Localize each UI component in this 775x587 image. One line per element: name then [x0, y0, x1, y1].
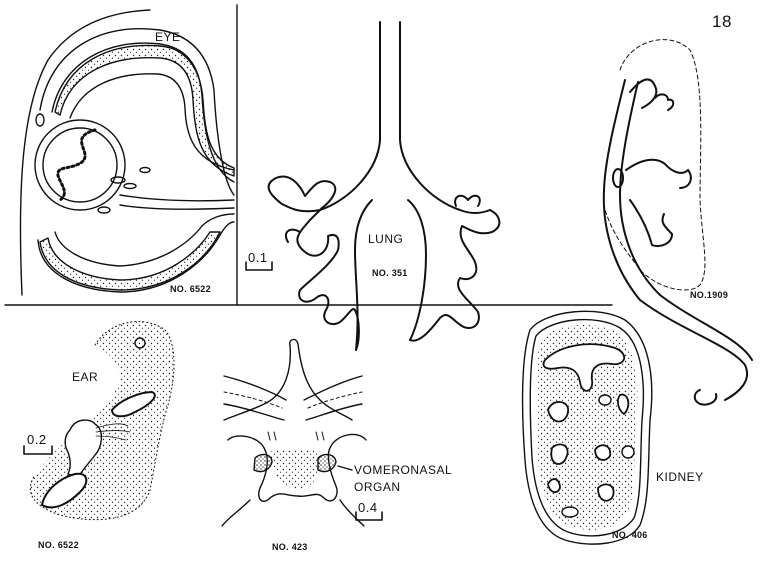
eye-upper-inner-wall	[69, 73, 235, 171]
kidney-calyx-6	[547, 478, 561, 493]
kidney-glomerulus-3	[561, 506, 579, 518]
kidney-glomerulus-1	[598, 394, 612, 406]
eye-vessel-1	[110, 176, 126, 184]
lung-side-drawing	[602, 39, 753, 406]
vn-palate-upper	[223, 375, 363, 401]
eye-retina-band	[54, 44, 235, 177]
lung-side-specimen-number: NO.1909	[690, 290, 729, 300]
side-outline-dashed	[604, 39, 706, 291]
eye-drawing	[19, 9, 235, 296]
eye-lower-band	[39, 231, 221, 291]
kidney-calyx-3	[550, 443, 569, 465]
eye-optic-stalk	[119, 194, 235, 202]
eye-outer-skin	[19, 9, 151, 296]
ear-outline-dotted	[29, 321, 175, 521]
ear-scale-bar	[23, 445, 53, 455]
eye-specimen-number: NO. 6522	[170, 284, 211, 294]
lung-left-lobe	[267, 175, 360, 351]
lung-specimen-number: NO. 351	[372, 268, 408, 278]
vomeronasal-label-line1: VOMERONASAL	[354, 463, 453, 477]
eye-lower-layer	[37, 221, 235, 293]
vn-palate-dashed	[223, 391, 363, 409]
lung-scale-label: 0.1	[248, 250, 268, 265]
vomeronasal-drawing	[221, 338, 367, 527]
lung-bud-left-mid	[284, 228, 301, 243]
eye-cornea-spot	[35, 113, 45, 127]
kidney-drawing	[521, 310, 653, 545]
eye-vessel-2	[123, 182, 137, 190]
ear-specimen-number: NO. 6522	[38, 540, 79, 550]
eye-outer-layer	[39, 28, 235, 196]
side-bud-oval	[612, 168, 624, 188]
vn-base-right	[339, 499, 365, 527]
kidney-label: KIDNEY	[656, 470, 704, 484]
side-branch-top	[629, 78, 658, 109]
lung-left-inner	[354, 199, 373, 351]
eye-vessel-3	[97, 206, 111, 214]
vn-pointer-line	[337, 465, 353, 471]
trachea-right-wall	[399, 21, 491, 214]
eye-lower-inner	[54, 213, 235, 267]
vn-septum-top-left	[223, 344, 292, 421]
side-branch-low	[629, 199, 673, 247]
side-main-duct	[602, 79, 748, 401]
vomeronasal-specimen-number: NO. 423	[272, 542, 308, 552]
lung-label: LUNG	[368, 232, 404, 246]
trachea-left-wall	[281, 21, 381, 213]
vn-organ-right	[317, 453, 337, 473]
vn-organ-left	[253, 453, 273, 473]
eye-vessel-4	[139, 166, 151, 174]
kidney-inner-outline	[529, 318, 645, 537]
lung-drawing	[267, 21, 501, 351]
ear-nerve-fibers	[95, 423, 131, 441]
kidney-calyx-2	[617, 393, 630, 415]
kidney-calyx-1	[547, 401, 569, 423]
side-stem-end	[693, 389, 718, 406]
lung-bud-right-top	[454, 194, 481, 207]
vn-base-left	[221, 499, 251, 527]
vomeronasal-label-line2: ORGAN	[354, 480, 401, 494]
ear-scale-label: 0.2	[27, 432, 47, 447]
kidney-calyx-4	[594, 444, 612, 461]
side-branch-mid	[625, 158, 692, 189]
eye-label: EYE	[155, 30, 181, 44]
vn-cartilage	[270, 448, 321, 490]
kidney-specimen-number: NO. 406	[612, 530, 648, 540]
lung-right-inner	[407, 199, 427, 341]
eye-lens	[34, 119, 126, 211]
lung-right-lobe	[409, 209, 501, 342]
ear-otic-vesicle	[134, 337, 146, 349]
kidney-pelvis	[542, 343, 625, 392]
vn-septum-top	[288, 338, 353, 421]
kidney-outline	[521, 310, 653, 545]
vn-scale-bar	[355, 511, 383, 521]
vn-palate-lower	[223, 403, 363, 421]
kidney-glomerulus-2	[621, 445, 635, 459]
side-main-duct-inner	[619, 81, 753, 361]
eye-lens-fibers	[56, 128, 97, 202]
kidney-stipple	[536, 325, 638, 530]
eye-lens-inner	[42, 127, 118, 203]
lung-scale-bar	[245, 261, 273, 271]
plate-number: 18	[712, 12, 732, 31]
ear-canal-lower	[41, 472, 88, 509]
ear-label: EAR	[72, 370, 99, 384]
vn-dashes	[267, 431, 325, 441]
vomeronasal-scale-label: 0.4	[358, 500, 378, 515]
ear-ganglion	[64, 419, 103, 479]
eye-optic-stalk-lower	[119, 204, 235, 210]
ear-stippled-area	[30, 321, 175, 520]
kidney-calyx-5	[597, 483, 615, 502]
side-branch-bud-1	[654, 93, 675, 111]
ear-canal-upper	[111, 391, 156, 418]
ear-drawing	[29, 321, 175, 521]
